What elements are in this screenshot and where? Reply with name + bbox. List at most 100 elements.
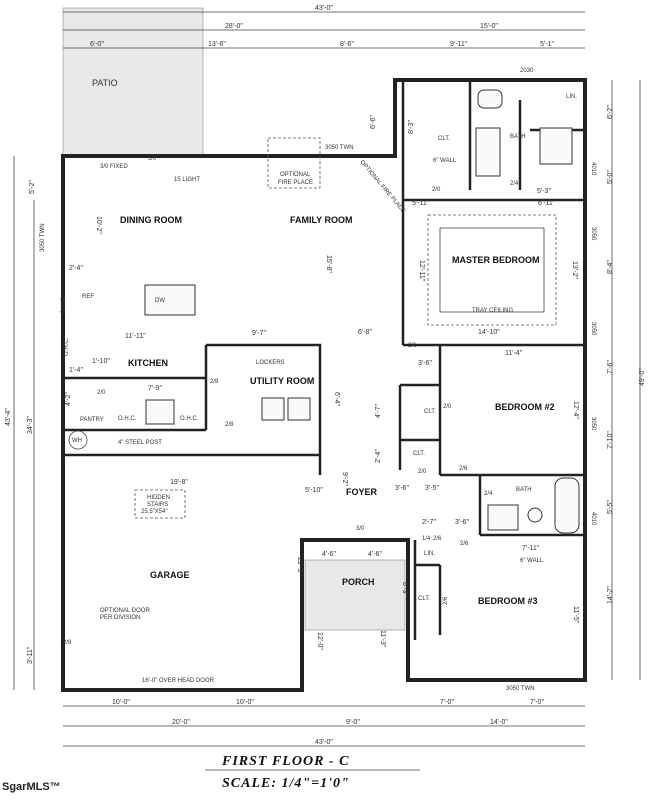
fireplace-diag-note: OPTIONAL FIRE PLACE: [358, 159, 406, 214]
garage-label: GARAGE: [150, 570, 190, 580]
pantry-label: PANTRY: [80, 417, 104, 423]
dim-text: 3'-5": [425, 485, 439, 492]
dim-text: 13'-2": [571, 261, 578, 279]
dim-text: 6'-4": [333, 392, 340, 406]
dim-text: 6'-0": [90, 41, 104, 48]
dim-text: 11'-4": [505, 350, 523, 357]
dim-text: 7'-6": [607, 360, 614, 374]
bedroom2-label: BEDROOM #2: [495, 402, 555, 412]
dim-text: 9'-2": [341, 472, 348, 486]
wall6-note-a: 6" WALL: [433, 158, 457, 164]
dim-text: 12'-0": [316, 632, 323, 650]
fireplace-note-a: OPTIONAL: [280, 172, 311, 178]
window-4010-b: 4010: [590, 512, 596, 526]
door-label: 3/0: [148, 156, 157, 162]
dim-text: 43'-0": [315, 5, 333, 12]
optional-door-a: OPTIONAL DOOR: [100, 608, 150, 614]
light-note: 15 LIGHT: [174, 177, 200, 183]
dim-text: 19'-8": [170, 479, 188, 486]
porch-label: PORCH: [342, 577, 375, 587]
patio-label: PATIO: [92, 78, 118, 88]
refrigerator-label: REF: [82, 294, 94, 300]
dim-text: 10'-0": [112, 699, 130, 706]
inner-dimensions: 11'-11" 9'-7" 6'-8" 15'-8" 10'-2" 7'-9" …: [65, 115, 579, 651]
dim-text: 10'-2": [95, 216, 102, 234]
right-dimensions: 49'-0" 6'-2" 5'-0" 8'-4" 7'-6" 7'-10" 5'…: [607, 80, 646, 680]
door-label: 2/6: [460, 541, 469, 547]
master-vanity: [475, 127, 501, 177]
door-label: 2/4: [510, 181, 519, 187]
hidden-stairs-c: 25.5"X54": [141, 509, 168, 515]
window-3050-c: 3050: [590, 417, 596, 431]
door-label: 2/6: [459, 466, 468, 472]
dim-text: 7'-0": [530, 699, 544, 706]
master-bedroom-label: MASTER BEDROOM: [452, 255, 540, 265]
dim-text: 2'-4": [69, 265, 83, 272]
dim-text: 43'-4": [5, 408, 12, 426]
patio-area: PATIO: [62, 7, 204, 157]
linen1-label: LIN.: [566, 94, 577, 100]
dim-text: 6'-2": [607, 105, 614, 119]
closet3-label: CLT.: [413, 451, 425, 457]
window-twn-2: 3050 TWN: [40, 223, 46, 252]
dim-text: 4'-2": [65, 392, 72, 406]
dim-text: 5'-1": [540, 41, 554, 48]
closet4-label: CLT.: [418, 596, 430, 602]
steel-post-note: 4" STEEL POST: [118, 440, 162, 446]
top-dimensions: 43'-0" 28'-0" 15'-0" 6'-0" 13'-6" 8'-6" …: [63, 5, 585, 49]
linen2-label: LIN.: [424, 551, 435, 557]
lockers-label: LOCKERS: [256, 360, 285, 366]
water-heater-icon: [68, 430, 88, 450]
dim-text: 43'-0": [315, 739, 333, 746]
dim-text: 10'-0": [236, 699, 254, 706]
dim-text: 5'-11": [412, 200, 430, 207]
door-label: 2/8: [210, 379, 219, 385]
family-room-label: FAMILY ROOM: [290, 215, 353, 225]
door-label: 2/8: [63, 640, 72, 646]
ohc-label-2: O.H.C.: [64, 337, 70, 356]
dim-text: 14'-2": [607, 586, 614, 604]
dim-text: 6'-6": [370, 115, 377, 129]
foyer-label: FOYER: [346, 487, 378, 497]
dim-text: 11'-11": [125, 333, 146, 340]
plan-title: FIRST FLOOR - C: [221, 754, 349, 769]
window-3050-b: 3050: [590, 322, 596, 336]
exterior-walls: [61, 78, 587, 692]
dim-text: 1'-4": [69, 367, 83, 374]
dim-text: 34'-3": [27, 416, 34, 434]
dim-text: 8'-6": [340, 41, 354, 48]
fireplace-note-b: FIRE PLACE: [278, 180, 313, 186]
dim-text: 49'-0": [639, 368, 646, 386]
dryer: [287, 397, 311, 421]
closet2-label: CLT.: [424, 409, 436, 415]
door-label: 2/0: [443, 404, 452, 410]
door-label: 2/6: [433, 536, 442, 542]
dim-text: 12'-4": [572, 401, 579, 419]
dim-text: 8'-3": [408, 120, 415, 134]
dim-text: 9'-0": [346, 719, 360, 726]
porch-area: [304, 559, 406, 631]
kitchen-label: KITCHEN: [128, 358, 168, 368]
dim-text: 7'-0": [440, 699, 454, 706]
bath1-label: BATH: [510, 134, 526, 140]
dim-text: 20'-0": [172, 719, 190, 726]
master-shower: [539, 127, 573, 165]
dim-text: 4'-6": [368, 551, 382, 558]
dim-text: 3'-6": [455, 519, 469, 526]
dim-text: 7'-11": [522, 545, 540, 552]
dim-text: 11'-5": [572, 606, 579, 624]
wall6-note-b: 6" WALL: [520, 558, 544, 564]
window-twn-1: 3050 TWN: [325, 145, 354, 151]
fixtures: [68, 89, 580, 534]
dim-text: 2'-7": [422, 519, 436, 526]
fireplace-box: [267, 137, 321, 189]
dim-text: 5'-5": [607, 500, 614, 514]
dim-text: 9'-11": [450, 41, 468, 48]
dim-text: 1'-10": [92, 358, 110, 365]
master-tub: [477, 89, 503, 109]
dim-text: 15'-8": [325, 255, 332, 273]
dim-text: 5'-2": [29, 180, 36, 194]
dim-text: 3'-6": [395, 485, 409, 492]
bath2-tub: [554, 477, 580, 534]
dim-text: 13'-6": [208, 41, 226, 48]
